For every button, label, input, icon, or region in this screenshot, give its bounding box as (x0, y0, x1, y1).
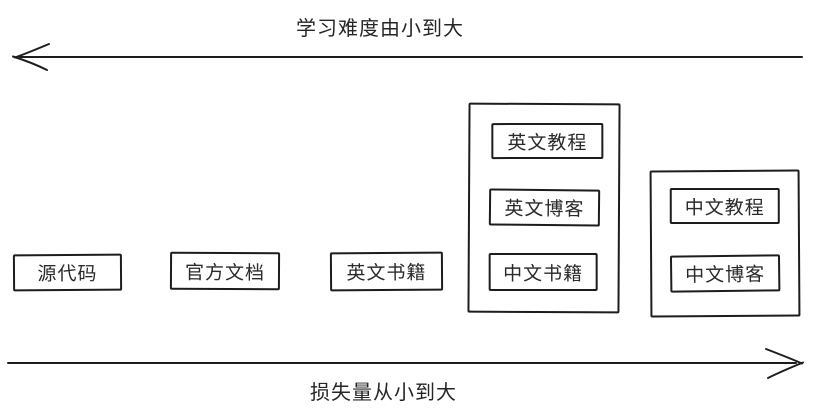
loss-axis-label: 损失量从小到大 (310, 380, 457, 404)
box-english-blogs: 英文博客 (488, 188, 601, 227)
box-chinese-books: 中文书籍 (488, 252, 598, 292)
box-official-docs: 官方文档 (169, 251, 281, 291)
difficulty-axis-label: 学习难度由小到大 (296, 16, 464, 40)
box-label: 源代码 (37, 262, 98, 286)
box-label: 英文博客 (504, 197, 585, 221)
box-label: 官方文档 (184, 261, 266, 284)
loss-arrow-right-icon (7, 348, 804, 379)
box-english-tutorials: 英文教程 (491, 122, 604, 160)
box-label: 中文书籍 (503, 262, 584, 285)
group-box-2: 中文教程 中文博客 (649, 169, 801, 318)
group-box-1: 英文教程 英文博客 中文书籍 (467, 102, 621, 314)
box-label: 英文教程 (507, 131, 588, 154)
box-chinese-blogs: 中文博客 (669, 254, 781, 293)
box-label: 中文教程 (684, 196, 765, 219)
box-source-code: 源代码 (12, 253, 123, 292)
box-label: 英文书籍 (346, 261, 427, 285)
box-chinese-tutorials: 中文教程 (669, 187, 780, 225)
box-label: 中文博客 (685, 263, 766, 287)
box-english-books: 英文书籍 (329, 251, 444, 292)
difficulty-arrow-left-icon (12, 43, 803, 71)
